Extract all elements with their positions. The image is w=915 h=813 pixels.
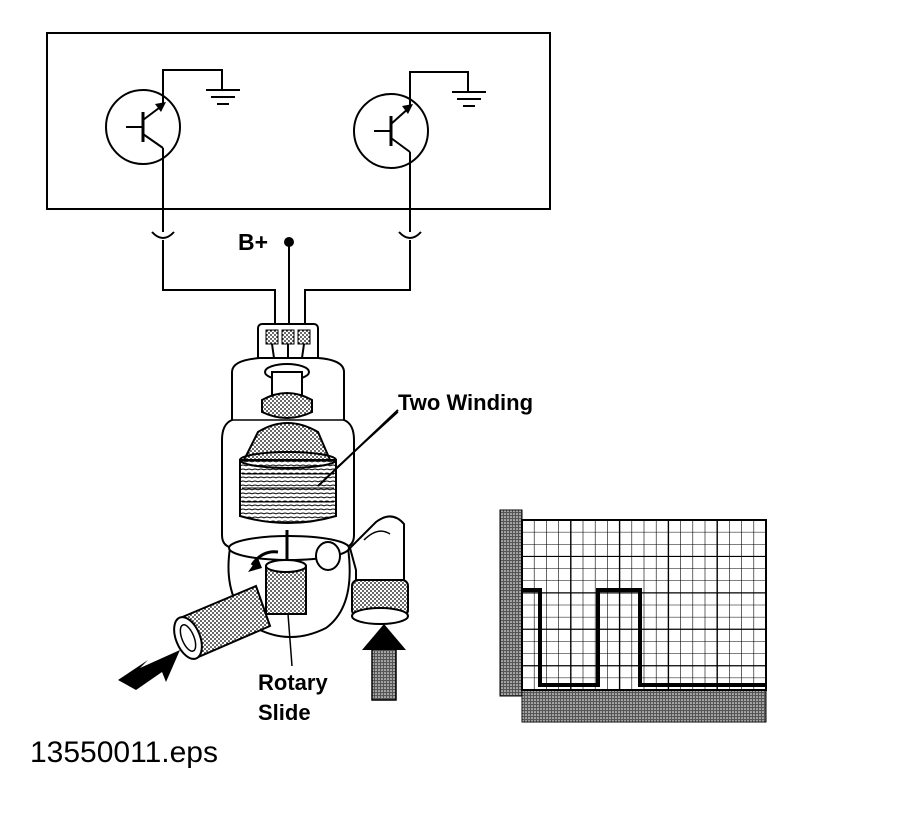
- transistor-2: [353, 93, 429, 169]
- supply-wire: [284, 237, 294, 326]
- rotation-arrow: [250, 550, 279, 566]
- winding-leader: [317, 409, 399, 487]
- two-winding-coil: [239, 451, 337, 524]
- inlet-tube: [348, 515, 409, 625]
- slide-leader: [287, 613, 293, 667]
- output-wire-2: [304, 152, 422, 326]
- file-label: 13550011.eps: [30, 736, 218, 769]
- ground-symbol-2: [452, 91, 486, 107]
- transistor-1: [105, 89, 181, 165]
- ground-wire-2: [409, 71, 469, 107]
- winding-label: Two Winding: [398, 390, 533, 415]
- ground-symbol-1: [206, 89, 240, 105]
- supply-label: B+: [238, 229, 268, 255]
- output-wire-1: [151, 148, 276, 326]
- square-wave-trace: [522, 588, 766, 687]
- valve-assembly: [173, 323, 409, 660]
- rotary-slide: [265, 559, 307, 615]
- slide-label-line1: Rotary: [258, 670, 328, 695]
- slide-label-line2: Slide: [258, 700, 311, 725]
- ground-wire-1: [162, 69, 223, 105]
- oscilloscope-display: [499, 509, 767, 723]
- inflow-arrow: [362, 624, 406, 701]
- rotor: [242, 422, 332, 461]
- outflow-arrow: [118, 650, 180, 690]
- outlet-tube: [173, 584, 272, 660]
- scope-gridlines: [522, 520, 766, 690]
